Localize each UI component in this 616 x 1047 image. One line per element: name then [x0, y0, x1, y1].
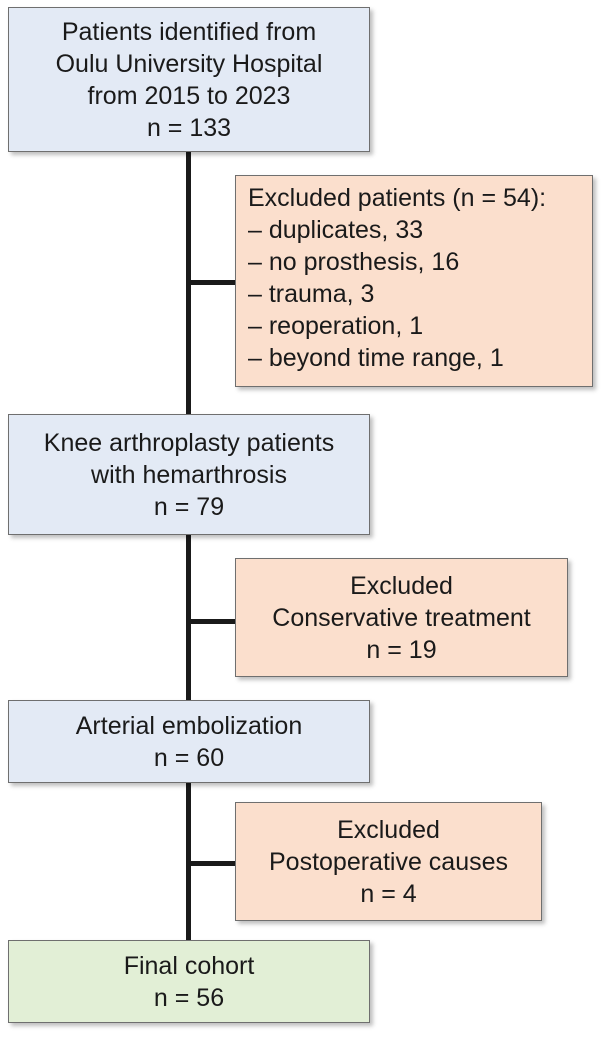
excluded-postoperative-count: n = 4 — [360, 879, 417, 908]
knee-arthroplasty-box: Knee arthroplasty patients with hemarthr… — [8, 414, 370, 535]
final-cohort-box: Final cohort n = 56 — [8, 940, 370, 1023]
excluded-conservative-line-1: Excluded — [350, 571, 453, 600]
branch-connector-conservative-treatment — [188, 619, 236, 624]
excluded-conservative-line-2: Conservative treatment — [272, 603, 531, 632]
embolization-count: n = 60 — [153, 743, 225, 772]
patients-identified-box: Patients identified from Oulu University… — [8, 7, 370, 152]
final-cohort-count: n = 56 — [153, 983, 225, 1012]
excluded-postoperative-line-2: Postoperative causes — [268, 847, 509, 876]
arterial-embolization-box: Arterial embolization n = 60 — [8, 700, 370, 783]
excluded-patients-title: Excluded patients (n = 54): — [248, 184, 547, 212]
excluded-conservative-count: n = 19 — [366, 635, 437, 664]
excluded-item-beyond-time-range: – beyond time range, 1 — [248, 344, 504, 372]
knee-line-2: with hemarthrosis — [91, 460, 287, 489]
excluded-postoperative-box: Excluded Postoperative causes n = 4 — [235, 802, 542, 921]
knee-count: n = 79 — [153, 492, 225, 521]
knee-line-1: Knee arthroplasty patients — [43, 428, 335, 457]
identified-line-1: Patients identified from — [61, 17, 317, 46]
excluded-item-reoperation: – reoperation, 1 — [248, 312, 424, 340]
excluded-item-trauma: – trauma, 3 — [248, 280, 375, 308]
excluded-patients-box: Excluded patients (n = 54): – duplicates… — [235, 175, 593, 387]
branch-connector-postoperative-causes — [188, 861, 236, 866]
embolization-line-1: Arterial embolization — [75, 711, 303, 740]
final-cohort-line-1: Final cohort — [123, 951, 255, 980]
identified-count: n = 133 — [146, 113, 232, 142]
identified-line-2: Oulu University Hospital — [55, 49, 323, 78]
excluded-conservative-box: Excluded Conservative treatment n = 19 — [235, 558, 568, 677]
excluded-item-no-prosthesis: – no prosthesis, 16 — [248, 248, 460, 276]
branch-connector-excluded-patients — [188, 280, 236, 285]
excluded-item-duplicates: – duplicates, 33 — [248, 216, 424, 244]
main-flow-connector — [186, 150, 191, 945]
excluded-postoperative-line-1: Excluded — [337, 815, 440, 844]
identified-line-3: from 2015 to 2023 — [87, 81, 291, 110]
